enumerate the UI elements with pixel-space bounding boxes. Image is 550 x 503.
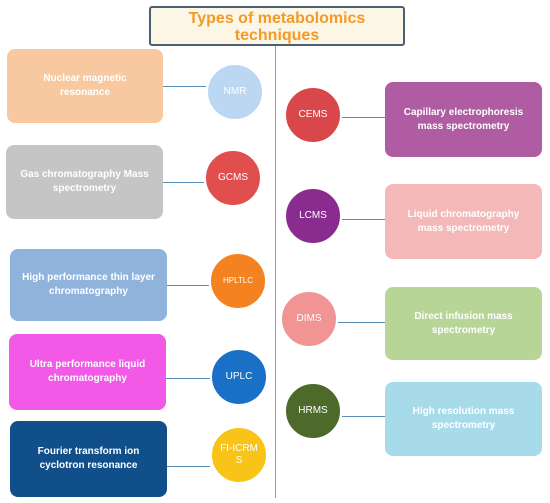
technique-box-hpltlc: High performance thin layer chromatograp… (10, 249, 167, 321)
technique-box-cems: Capillary electrophoresis mass spectrome… (385, 82, 542, 157)
technique-abbr-hrms: HRMS (298, 405, 328, 416)
technique-label-lcms: Liquid chromatography mass spectrometry (407, 208, 520, 234)
technique-box-gcms: Gas chromatography Mass spectrometry (6, 145, 163, 219)
technique-box-lcms: Liquid chromatography mass spectrometry (385, 184, 542, 259)
technique-circle-gcms: GCMS (204, 149, 262, 207)
technique-circle-fi-icrms: FI-ICRMS (210, 426, 268, 484)
technique-label-hrms: High resolution mass spectrometry (412, 406, 515, 431)
technique-box-fi-icrms: Fourier transform ion cyclotron resonanc… (10, 421, 167, 497)
technique-label-dims: Direct infusion mass spectrometry (414, 310, 513, 336)
technique-label-cems: Capillary electrophoresis mass spectrome… (403, 106, 524, 132)
technique-abbr-uplc: UPLC (225, 371, 253, 382)
connector-nmr (163, 86, 206, 87)
connector-lcms (342, 219, 385, 220)
technique-box-hrms: High resolution mass spectrometry (385, 382, 542, 456)
connector-dims (338, 322, 385, 323)
technique-abbr-dims: DIMS (296, 313, 322, 324)
technique-label-fi-icrms: Fourier transform ion cyclotron resonanc… (37, 446, 140, 471)
connector-gcms (163, 182, 204, 183)
technique-box-nmr: Nuclear magnetic resonance (7, 49, 163, 123)
technique-circle-hpltlc: HPLTLC (209, 252, 267, 310)
technique-circle-lcms: LCMS (284, 187, 342, 245)
technique-circle-hrms: HRMS (284, 382, 342, 440)
technique-label-hpltlc: High performance thin layer chromatograp… (22, 272, 155, 297)
technique-label-gcms: Gas chromatography Mass spectrometry (20, 169, 149, 194)
connector-hrms (342, 416, 385, 417)
technique-circle-uplc: UPLC (210, 348, 268, 406)
connector-uplc (166, 378, 210, 379)
central-spine-line (275, 46, 276, 498)
diagram-title-box: Types of metabolomics techniques (149, 6, 405, 46)
technique-abbr-hpltlc: HPLTLC (222, 276, 254, 285)
technique-abbr-cems: CEMS (298, 109, 328, 120)
technique-circle-nmr: NMR (206, 63, 264, 121)
technique-abbr-gcms: GCMS (218, 172, 248, 183)
technique-label-uplc: Ultra performance liquid chromatography (29, 359, 146, 384)
technique-abbr-nmr: NMR (223, 86, 247, 97)
technique-abbr-fi-icrms: FI-ICRMS (220, 443, 258, 466)
connector-hpltlc (167, 285, 209, 286)
technique-box-uplc: Ultra performance liquid chromatography (9, 334, 166, 410)
technique-circle-dims: DIMS (280, 290, 338, 348)
technique-box-dims: Direct infusion mass spectrometry (385, 287, 542, 360)
connector-fi-icrms (167, 466, 210, 467)
connector-cems (342, 117, 385, 118)
technique-circle-cems: CEMS (284, 86, 342, 144)
technique-abbr-lcms: LCMS (299, 210, 327, 221)
technique-label-nmr: Nuclear magnetic resonance (43, 73, 127, 98)
diagram-title: Types of metabolomics techniques (188, 10, 366, 44)
